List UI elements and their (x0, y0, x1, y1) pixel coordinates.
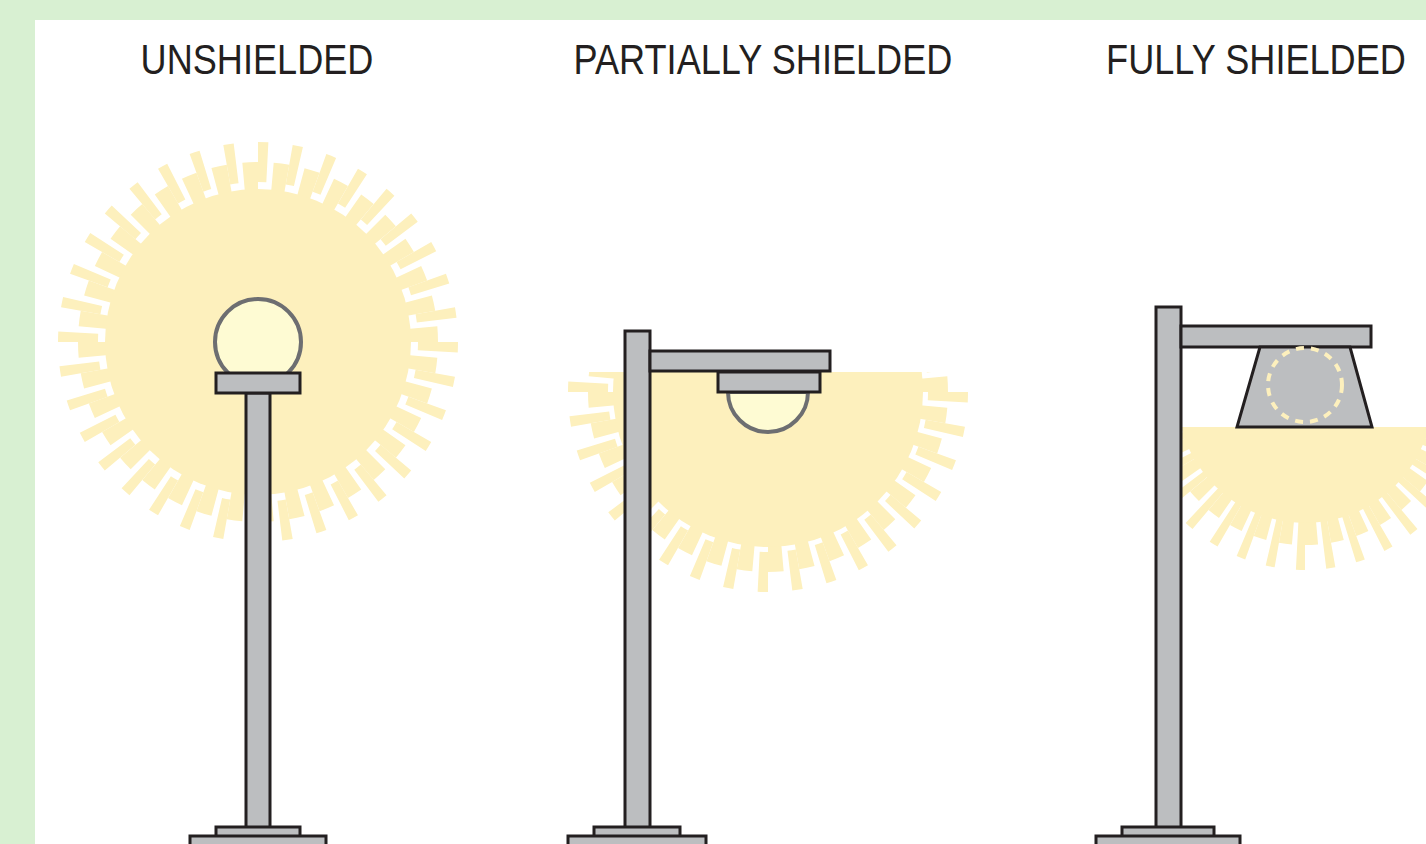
light-halo (1177, 427, 1426, 523)
pole-base (190, 836, 326, 844)
column-heading: PARTIALLY SHIELDED (574, 38, 953, 81)
pole-base (1096, 836, 1240, 844)
light-ray (1170, 427, 1426, 545)
lamp-pole (246, 393, 270, 828)
half-globe-bulb (728, 392, 808, 432)
lamp-housing (718, 372, 820, 392)
lamp-pole (1156, 307, 1181, 828)
column-heading: FULLY SHIELDED (1106, 38, 1406, 81)
lamp-arm (1181, 326, 1371, 347)
lamp-arm (650, 351, 830, 371)
partially-shielded-lamp (568, 212, 948, 844)
light-halo (613, 372, 923, 547)
light-ray (1170, 427, 1426, 541)
lamp-pole (625, 331, 650, 828)
unshielded-lamp (78, 162, 438, 844)
light-glow (1170, 427, 1426, 545)
column-heading: UNSHIELDED (141, 38, 374, 81)
fully-shielded-lamp (1096, 245, 1426, 844)
full-cutoff-shade (1237, 347, 1372, 427)
lamp-collar (216, 373, 300, 393)
hidden-bulb (1268, 348, 1342, 422)
pole-base (568, 836, 706, 844)
